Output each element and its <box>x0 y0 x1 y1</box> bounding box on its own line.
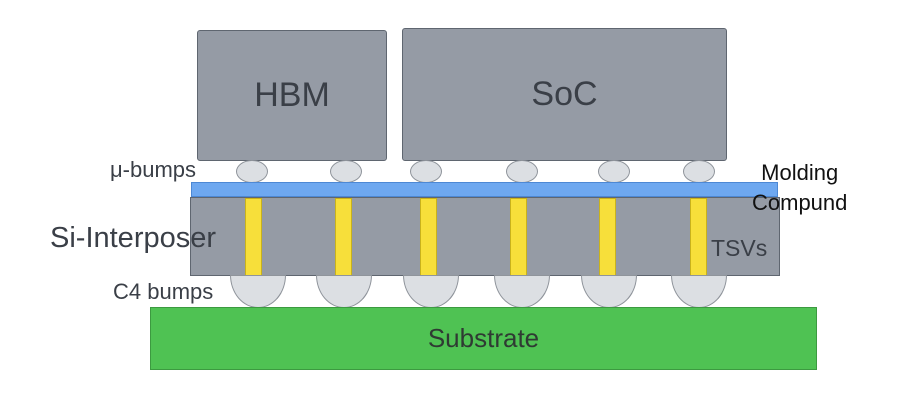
si-interposer <box>190 197 780 276</box>
substrate-label: Substrate <box>427 323 540 353</box>
molding-label-line1: Molding <box>761 160 839 185</box>
hbm-die: HBM <box>197 30 387 161</box>
tsv <box>510 198 527 276</box>
micro-bumps-label: μ-bumps <box>110 157 197 182</box>
c4-bump <box>316 275 372 308</box>
micro-bump <box>236 160 268 183</box>
c4-bump <box>671 275 727 308</box>
tsvs-label: TSVs <box>711 235 768 261</box>
micro-bump <box>683 160 715 183</box>
c4-bump <box>494 275 550 308</box>
tsv <box>599 198 616 276</box>
substrate: Substrate <box>150 307 817 370</box>
micro-bump <box>330 160 362 183</box>
micro-bump <box>598 160 630 183</box>
c4-bump <box>581 275 637 308</box>
molding-label-line2: Compund <box>752 190 848 215</box>
tsv <box>420 198 437 276</box>
micro-bump <box>410 160 442 183</box>
hbm-label: HBM <box>254 76 330 114</box>
micro-bump <box>506 160 538 183</box>
c4-bump <box>230 275 286 308</box>
c4-bump <box>403 275 459 308</box>
tsv <box>245 198 262 276</box>
molding-compound-layer <box>191 182 778 197</box>
si-interposer-label: Si-Interposer <box>50 222 217 254</box>
molding-compound-label: Molding Compund <box>752 158 847 218</box>
soc-label: SoC <box>531 75 598 113</box>
soc-die: SoC <box>402 28 727 161</box>
tsv <box>690 198 707 276</box>
c4-bumps-label: C4 bumps <box>113 279 214 304</box>
tsv <box>335 198 352 276</box>
